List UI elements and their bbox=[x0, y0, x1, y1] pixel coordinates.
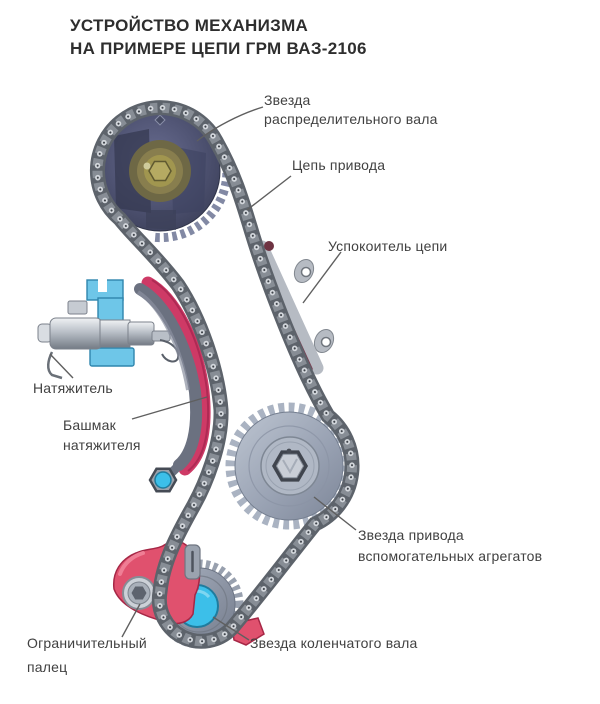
aux-sprocket-art bbox=[225, 402, 353, 530]
timing-mark-diamond bbox=[154, 114, 166, 126]
leader-camshaft-sprocket bbox=[196, 106, 264, 142]
label-chain-damper: Успокоитель цепи bbox=[328, 238, 448, 254]
label-tensioner-shoe: Башмак натяжителя bbox=[63, 417, 141, 453]
label-camshaft-sprocket: Звезда распределительного вала bbox=[264, 92, 438, 127]
leader-lines bbox=[49, 106, 357, 641]
page-title-line1: УСТРОЙСТВО МЕХАНИЗМА bbox=[70, 16, 309, 35]
label-tensioner: Натяжитель bbox=[33, 380, 113, 396]
page-title: УСТРОЙСТВО МЕХАНИЗМА НА ПРИМЕРЕ ЦЕПИ ГРМ… bbox=[70, 14, 367, 60]
tensioner-art bbox=[37, 279, 180, 380]
leader-crank-sprocket bbox=[212, 616, 250, 641]
label-drive-chain: Цепь привода bbox=[292, 157, 386, 173]
label-aux-sprocket: Звезда привода вспомогательных агрегатов bbox=[358, 527, 543, 564]
shoe-pivot-bolt bbox=[154, 471, 172, 489]
page-title-line2: НА ПРИМЕРЕ ЦЕПИ ГРМ ВАЗ-2106 bbox=[70, 39, 367, 58]
camshaft-sprocket-art bbox=[99, 110, 232, 243]
label-crank-sprocket: Звезда коленчатого вала bbox=[250, 635, 418, 651]
tensioner-shoe-art bbox=[134, 276, 211, 493]
cam-hex-bolt bbox=[148, 160, 172, 182]
leader-limit-pin bbox=[121, 603, 141, 638]
leader-tensioner-shoe bbox=[131, 396, 208, 420]
leader-tensioner bbox=[49, 353, 74, 379]
leader-chain-damper bbox=[302, 251, 342, 304]
leader-aux-sprocket bbox=[313, 496, 357, 531]
leader-drive-chain bbox=[246, 175, 292, 211]
label-limit-pin: Ограничительный палец bbox=[27, 635, 147, 675]
chain-damper-art bbox=[255, 240, 335, 375]
